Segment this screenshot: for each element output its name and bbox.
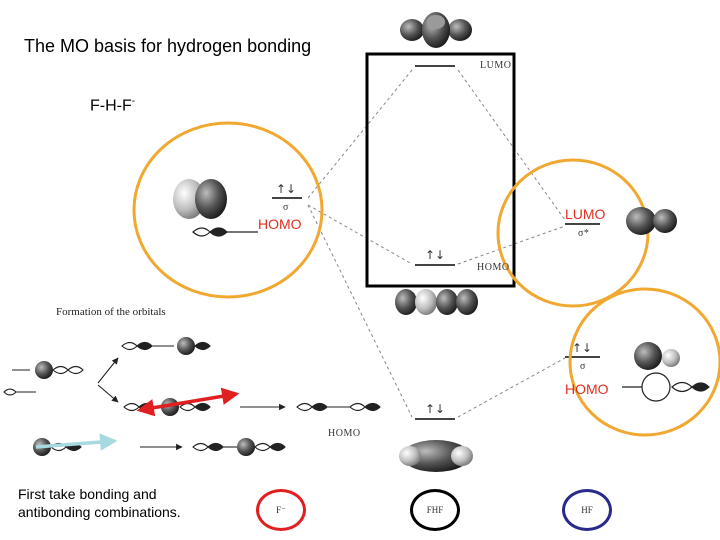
orbital-bottom-center — [399, 440, 473, 472]
sigma-label-right: σ — [580, 361, 586, 372]
corr-left-to-lumo — [307, 69, 413, 199]
ellipse-right-top — [496, 158, 650, 308]
orbital-mid-center — [395, 289, 478, 315]
ellipse-left — [132, 121, 324, 299]
fragment-right-label: HF — [581, 505, 593, 515]
diagram-title: The MO basis for hydrogen bonding — [24, 36, 312, 56]
note-line-2: antibonding combinations. — [18, 504, 181, 520]
orbital-left-p — [173, 179, 227, 219]
orbital-right-homo — [634, 342, 680, 370]
ellipse-right-bottom — [568, 287, 720, 437]
sigma-label-left: σ — [283, 202, 289, 213]
sigma-star-label: σ* — [578, 228, 590, 239]
spin-pair-center-homo: ↑↓ — [425, 248, 446, 262]
lumo-small-label: LUMO — [480, 60, 512, 71]
orbital-right-lumo — [626, 207, 677, 235]
homo-small-label: HOMO — [477, 262, 510, 273]
orbital-top-center — [400, 12, 472, 48]
note-line-1: First take bonding and — [18, 486, 157, 502]
spin-pair-right: ↑↓ — [572, 341, 593, 355]
orbital-right-sketch — [622, 372, 710, 402]
corr-homo-to-right — [457, 225, 566, 265]
fragment-circle-left: F⁻ — [256, 489, 306, 531]
spin-pair-left: ↑↓ — [276, 182, 297, 196]
fragment-left-label: F⁻ — [276, 504, 286, 515]
cyan-arrow — [35, 433, 118, 451]
fragment-circle-center: FHF — [410, 489, 460, 531]
homo-bottom-small-label: HOMO — [328, 428, 361, 439]
highlight-box — [365, 52, 516, 288]
correlation-lines — [307, 69, 566, 418]
formula-text: F-H-F — [90, 97, 132, 115]
energy-levels — [272, 65, 600, 420]
corr-bottom-to-right — [457, 357, 566, 418]
homo-label-left: HOMO — [258, 216, 302, 232]
fragment-center-label: FHF — [426, 505, 444, 515]
formation-sketches — [3, 337, 381, 456]
lumo-label-right: LUMO — [565, 206, 606, 222]
formula-label: F-H-F- — [90, 96, 135, 115]
red-double-arrow — [136, 387, 240, 417]
corr-left-to-homo — [307, 204, 413, 265]
orbital-left-sketch — [192, 227, 258, 237]
explanation-note: First take bonding and antibonding combi… — [18, 485, 181, 521]
fragment-circle-right: HF — [562, 489, 612, 531]
corr-left-to-bottom — [307, 204, 413, 418]
spin-pair-center-bottom: ↑↓ — [425, 402, 446, 416]
formation-label: Formation of the orbitals — [56, 306, 166, 318]
formula-charge: - — [131, 96, 136, 107]
homo-label-right: HOMO — [565, 381, 609, 397]
corr-lumo-to-right — [457, 69, 566, 221]
